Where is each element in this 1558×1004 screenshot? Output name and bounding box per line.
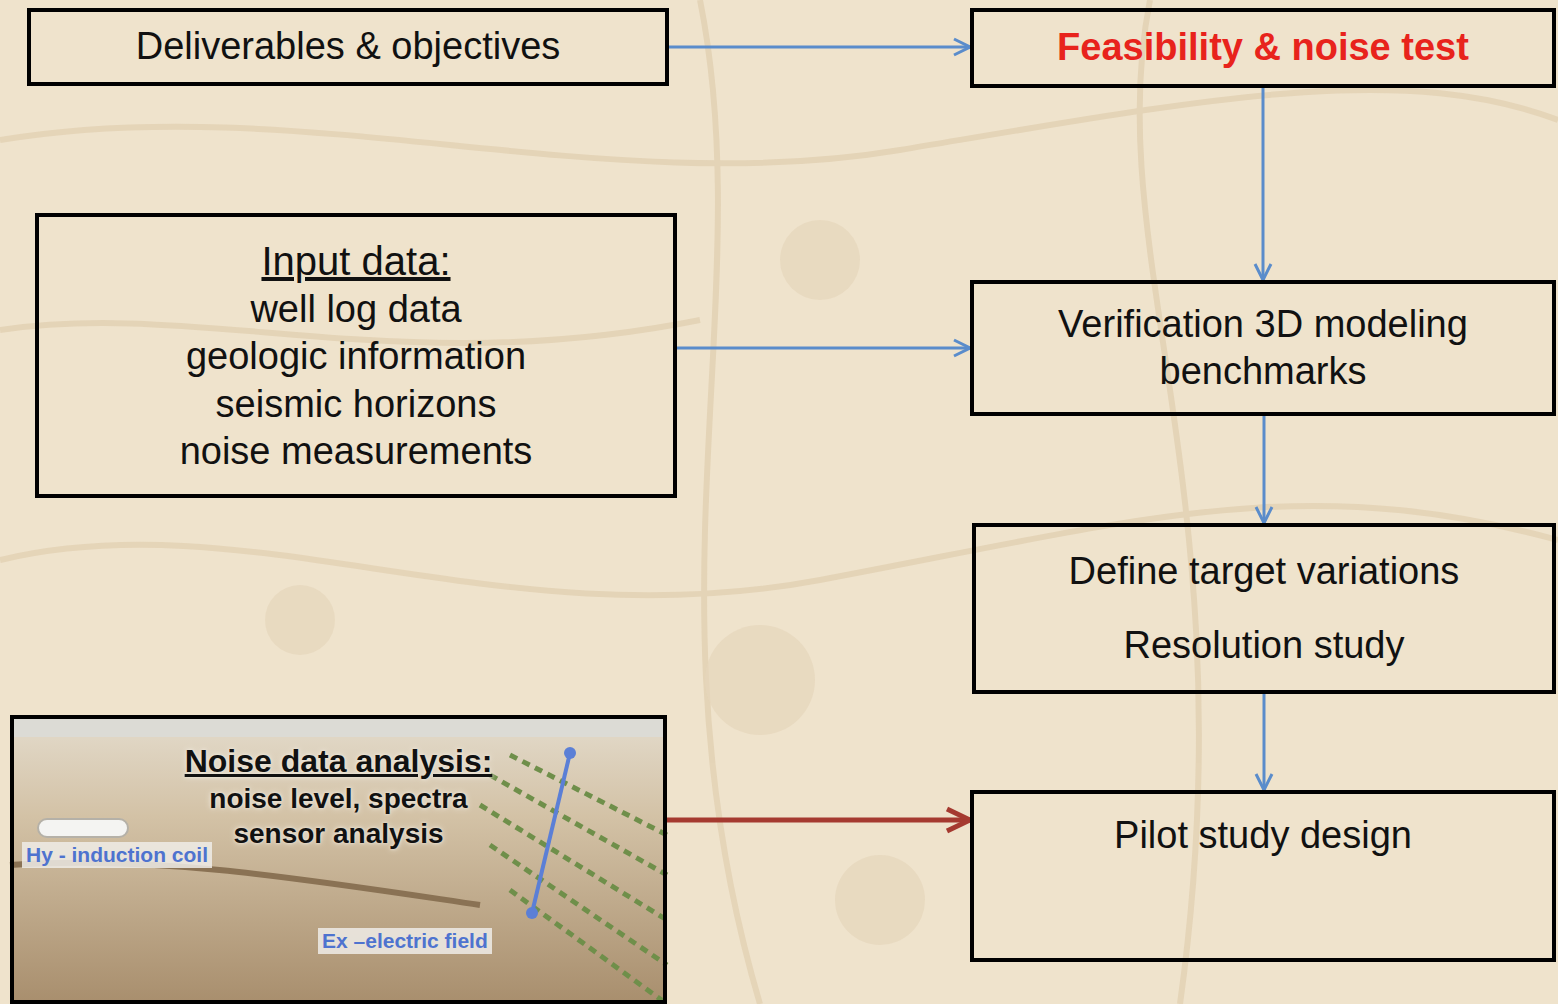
flow-arrow	[669, 46, 970, 49]
flow-arrow	[1263, 416, 1266, 523]
soil	[10, 715, 667, 1004]
induction-coil	[38, 819, 128, 837]
box-text: Pilot study design	[1114, 812, 1412, 860]
flow-arrow	[667, 818, 970, 823]
flow-arrow	[1263, 694, 1266, 790]
resolution-box: Define target variationsResolution study	[972, 523, 1556, 694]
box-text: noise measurements	[180, 428, 533, 476]
photo-group	[10, 715, 667, 1004]
box-text: Feasibility & noise test	[1057, 24, 1469, 72]
box-text: Verification 3D modeling benchmarks	[986, 301, 1540, 396]
electric-dipole	[526, 747, 576, 919]
box-text: noise level, spectra	[209, 781, 467, 816]
box-text: geologic information	[186, 333, 526, 381]
box-text: sensor analysis	[233, 816, 443, 851]
flow-arrow	[1262, 88, 1265, 280]
crop-rows	[480, 755, 667, 1004]
sensor-label: Ex –electric field	[318, 928, 492, 954]
box-text: Deliverables & objectives	[136, 23, 561, 71]
box-text: seismic horizons	[216, 381, 497, 429]
box-heading: Input data:	[261, 236, 450, 286]
sensor-label: Hy - induction coil	[22, 842, 212, 868]
input-data-box: Input data:well log datageologic informa…	[35, 213, 677, 498]
objectives-box: Deliverables & objectives	[27, 8, 669, 86]
feasibility-box: Feasibility & noise test	[970, 8, 1556, 88]
box-text: well log data	[250, 286, 461, 334]
furrow	[10, 863, 480, 905]
pilot-design-box: Pilot study design	[970, 790, 1556, 962]
box-text: Resolution study	[1124, 622, 1405, 670]
flow-arrow	[677, 347, 970, 350]
modeling-box: Verification 3D modeling benchmarks	[970, 280, 1556, 416]
box-text: Define target variations	[1069, 548, 1460, 596]
box-heading: Noise data analysis:	[185, 741, 493, 781]
